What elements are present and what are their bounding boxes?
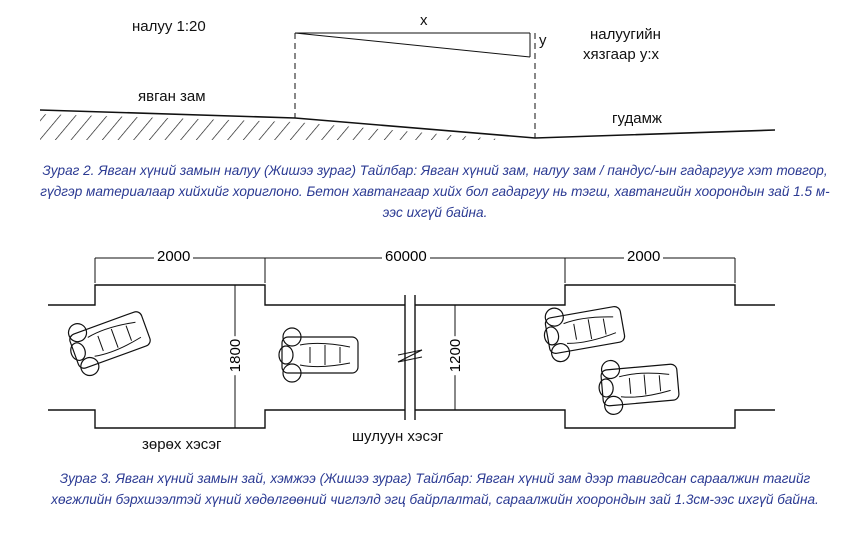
x-label: x [420, 12, 428, 29]
dim-left: 2000 [154, 248, 194, 265]
passing-section-label: зөрөх хэсэг [142, 436, 222, 453]
slope-label: налуу 1:20 [132, 18, 206, 35]
street-label: гудамж [612, 110, 662, 127]
dim-middle: 60000 [382, 248, 430, 265]
slope-limit-label-1: налуугийн [590, 26, 661, 43]
walkway-plan [48, 257, 775, 429]
walkway-label: явган зам [138, 88, 206, 105]
ground-line [39, 109, 776, 139]
slope-limit-label-2: хязгаар y:x [583, 46, 660, 63]
slope-diagram [30, 32, 776, 170]
straight-section-label: шулуун хэсэг [352, 428, 444, 445]
y-label: y [539, 32, 547, 49]
figure3-caption: Зураг 3. Явган хүний замын зай, хэмжээ (… [51, 471, 819, 507]
dim-right: 2000 [624, 248, 664, 265]
dim-wide: 1800 [227, 335, 245, 376]
figure2-caption: Зураг 2. Явган хүний замын налуу (Жишээ … [40, 163, 830, 220]
dim-narrow: 1200 [447, 335, 465, 376]
